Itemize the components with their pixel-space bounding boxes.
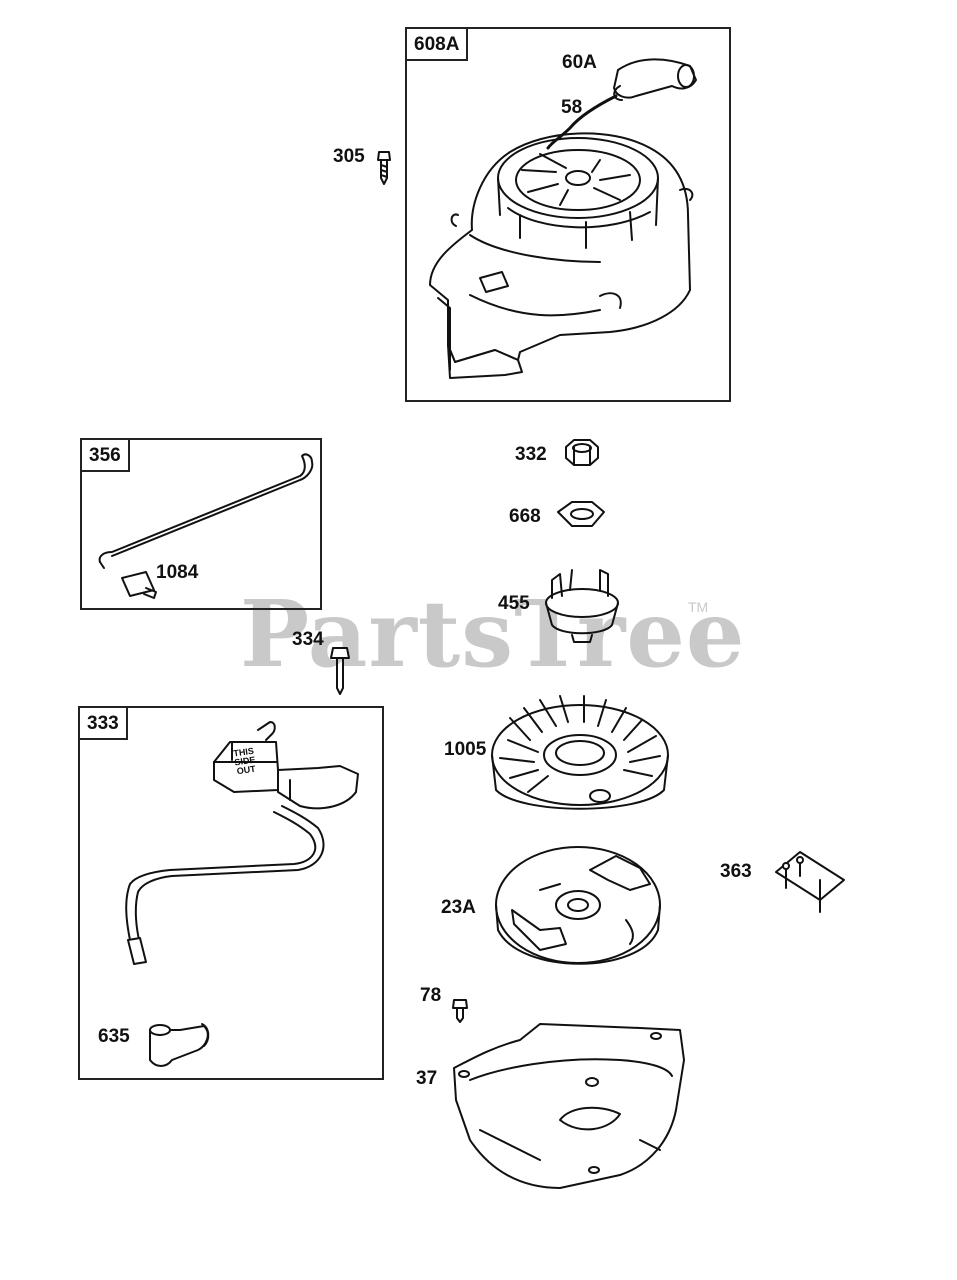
- callout-668: 668: [509, 506, 541, 527]
- callout-1084: 1084: [156, 562, 199, 583]
- washer-668: [557, 501, 605, 527]
- callout-334: 334: [292, 629, 324, 650]
- box-333: 333: [78, 706, 384, 1080]
- callout-332: 332: [515, 444, 547, 465]
- starter-rope: [546, 94, 618, 150]
- trademark-mark: TM: [688, 599, 709, 615]
- box-label-608A: 608A: [405, 27, 469, 61]
- spark-plug-boot-635: [149, 1023, 210, 1067]
- stop-switch-wire: [98, 453, 314, 563]
- callout-60A: 60A: [562, 52, 597, 73]
- callout-363: 363: [720, 861, 752, 882]
- callout-78: 78: [420, 985, 442, 1006]
- wire-terminal-1084: [121, 571, 157, 599]
- starter-cup-455: [545, 569, 619, 643]
- nut-332: [565, 439, 599, 466]
- callout-305: 305: [333, 146, 365, 167]
- coil-imprint-text: THIS SIDE OUT: [232, 745, 257, 777]
- wire-tip: [99, 561, 105, 569]
- callout-635: 635: [98, 1026, 130, 1047]
- box-356: 356: [80, 438, 322, 610]
- bolt-334: [330, 647, 350, 695]
- screw-78: [452, 999, 468, 1023]
- box-608A: 608A: [405, 27, 731, 402]
- rewind-starter-housing: [429, 132, 694, 379]
- callout-1005: 1005: [444, 739, 487, 760]
- box-label-333: 333: [78, 706, 128, 740]
- flywheel-23A: [495, 846, 661, 965]
- bolt-305: [377, 151, 391, 185]
- callout-23A: 23A: [441, 897, 476, 918]
- starter-handle: [613, 58, 697, 101]
- ignition-coil-333: [125, 721, 359, 965]
- box-label-356: 356: [80, 438, 130, 472]
- bracket-363: [775, 851, 845, 913]
- callout-58: 58: [561, 97, 583, 118]
- watermark: PartsTree: [240, 580, 746, 688]
- callout-455: 455: [498, 593, 530, 614]
- callout-37: 37: [416, 1068, 438, 1089]
- flywheel-fan-1005: [491, 695, 669, 810]
- blower-housing-37: [453, 1023, 685, 1189]
